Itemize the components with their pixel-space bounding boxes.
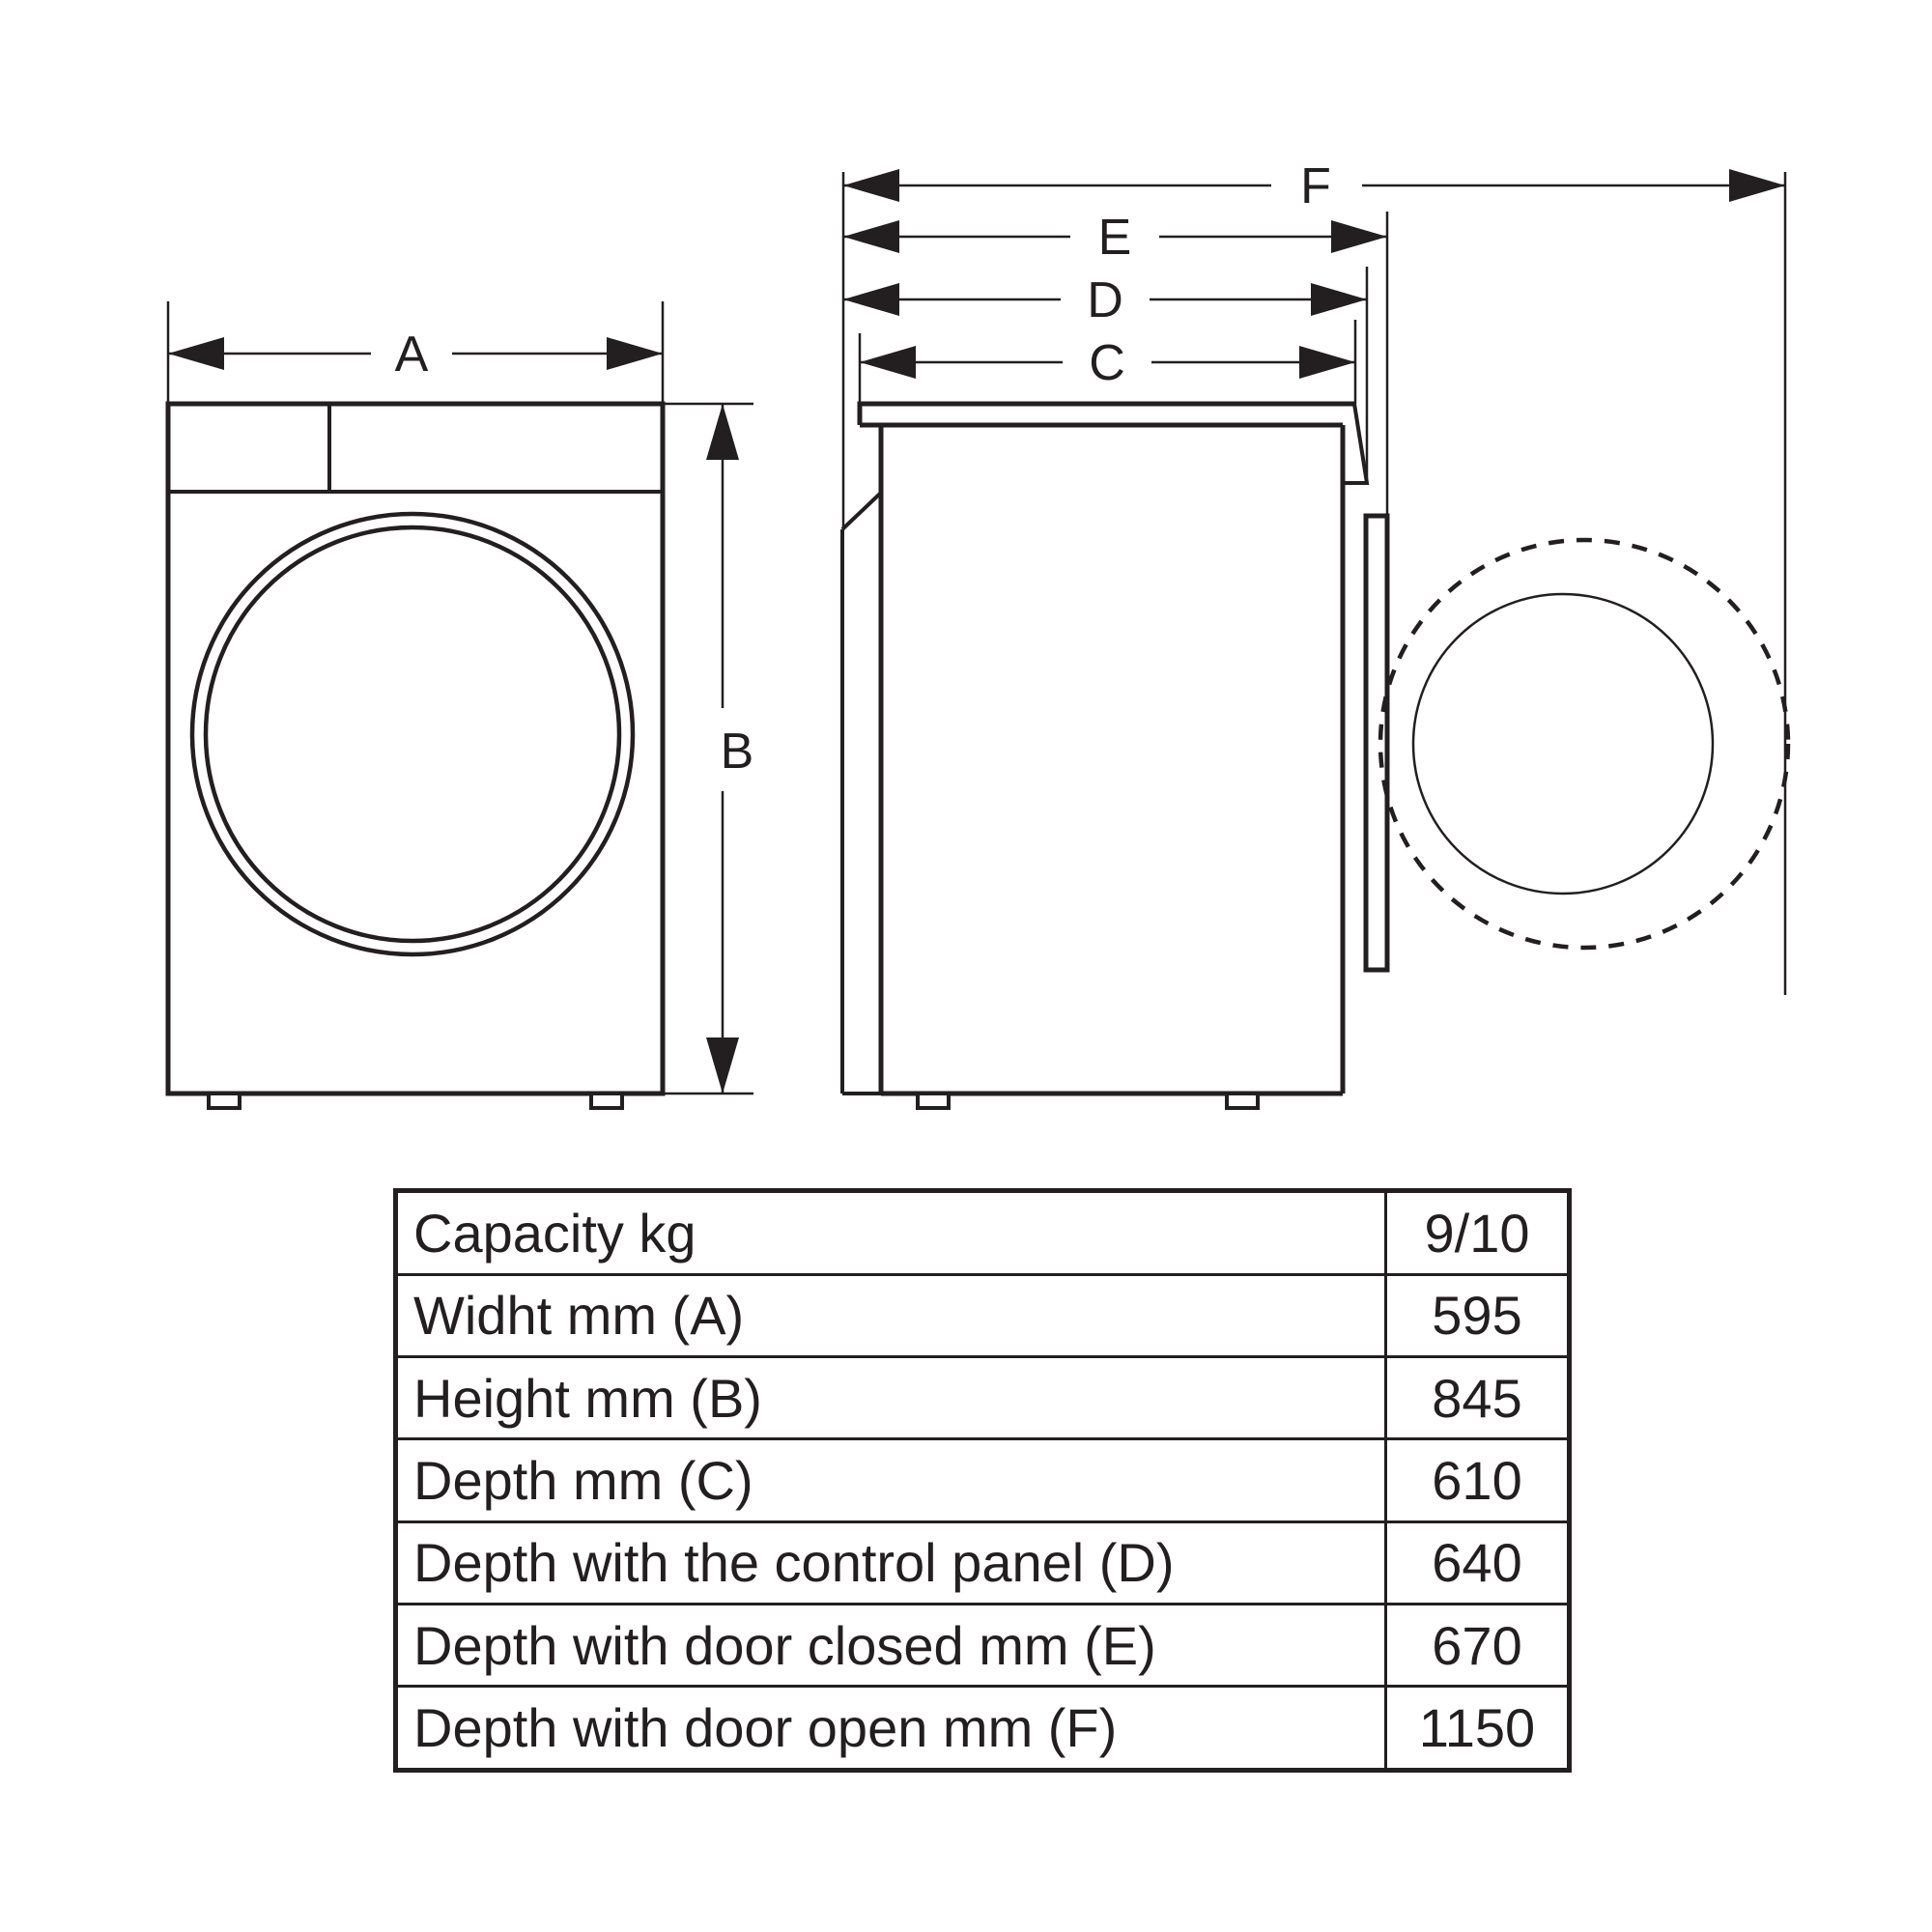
dim-A: A (166, 301, 665, 404)
side-door-closed-outline (1363, 513, 1390, 973)
front-body-outline (165, 401, 666, 1096)
dim-B-arrowhead-up-icon (706, 404, 739, 460)
table-row: Depth mm (C) 610 (394, 1437, 1571, 1523)
spec-value: 670 (1384, 1603, 1571, 1689)
dim-E-arrowhead-right-icon (1331, 220, 1387, 253)
dim-C: C (860, 331, 1355, 391)
side-door-open-swing-dashed-circle (1378, 537, 1791, 951)
dim-C-arrowhead-right-icon (1299, 346, 1355, 379)
spec-label: Depth with door closed mm (E) (394, 1603, 1387, 1689)
table-row: Depth with door open mm (F) 1150 (394, 1685, 1571, 1772)
dim-F: F (843, 155, 1785, 214)
dim-C-label-gap (1063, 331, 1151, 391)
dim-F-arrowhead-right-icon (1729, 169, 1785, 202)
dim-E-label-gap (1070, 206, 1159, 266)
spec-label: Widht mm (A) (394, 1272, 1387, 1358)
side-right-foot (1225, 1092, 1260, 1110)
dim-F-label-gap (1271, 155, 1362, 214)
dim-E-label: E (1098, 210, 1132, 266)
dim-B-label-gap (691, 708, 760, 791)
dim-D-arrowhead-left-icon (843, 283, 899, 316)
table-row: Depth with door closed mm (E) 670 (394, 1603, 1571, 1689)
front-right-foot (589, 1092, 624, 1110)
side-control-panel-outline (1343, 403, 1370, 485)
dim-C-arrowhead-left-icon (860, 346, 916, 379)
spec-label: Depth with the control panel (D) (394, 1520, 1387, 1606)
side-rear-bulge-diagonal (840, 491, 883, 531)
dim-D-label: D (1087, 272, 1123, 328)
dim-D: D (843, 269, 1367, 328)
dim-A-arrowhead-left-icon (168, 337, 224, 370)
side-door-open-inner-circle (1411, 592, 1715, 895)
side-left-foot (916, 1092, 951, 1110)
dim-F-arrowhead-left-icon (843, 169, 899, 202)
spec-label: Depth mm (C) (394, 1437, 1387, 1523)
dim-A-label: A (395, 327, 429, 383)
dim-C-label: C (1089, 335, 1125, 391)
spec-table: Capacity kg 9/10 Widht mm (A) 595 Height… (393, 1188, 1572, 1773)
side-view: C D E (840, 155, 1791, 1110)
dim-B: B (663, 402, 760, 1095)
spec-label: Capacity kg (394, 1189, 1387, 1276)
spec-value: 1150 (1384, 1685, 1571, 1772)
dim-E-arrowhead-left-icon (843, 220, 899, 253)
table-row: Widht mm (A) 595 (394, 1272, 1571, 1358)
spec-value: 610 (1384, 1437, 1571, 1523)
dim-F-label: F (1300, 158, 1331, 214)
dim-B-label: B (721, 724, 754, 780)
dim-A-arrowhead-right-icon (607, 337, 663, 370)
front-view: A B (165, 301, 760, 1110)
spec-value: 640 (1384, 1520, 1571, 1606)
dim-E: E (843, 206, 1387, 266)
table-row: Height mm (B) 845 (394, 1354, 1571, 1441)
front-door-inner-ring (203, 525, 622, 944)
spec-value: 845 (1384, 1354, 1571, 1441)
spec-value: 9/10 (1384, 1189, 1571, 1276)
dim-D-arrowhead-right-icon (1311, 283, 1367, 316)
table-row: Depth with the control panel (D) 640 (394, 1520, 1571, 1606)
table-row: Capacity kg 9/10 (394, 1189, 1571, 1276)
front-left-foot (207, 1092, 242, 1110)
dim-B-arrowhead-down-icon (706, 1037, 739, 1094)
dim-A-label-gap (371, 323, 452, 383)
spec-label: Height mm (B) (394, 1354, 1387, 1441)
dim-D-label-gap (1061, 269, 1150, 328)
front-door-outer-ring (189, 511, 636, 957)
spec-value: 595 (1384, 1272, 1571, 1358)
spec-label: Depth with door open mm (F) (394, 1685, 1387, 1772)
side-lid-top-outline (857, 401, 1354, 425)
